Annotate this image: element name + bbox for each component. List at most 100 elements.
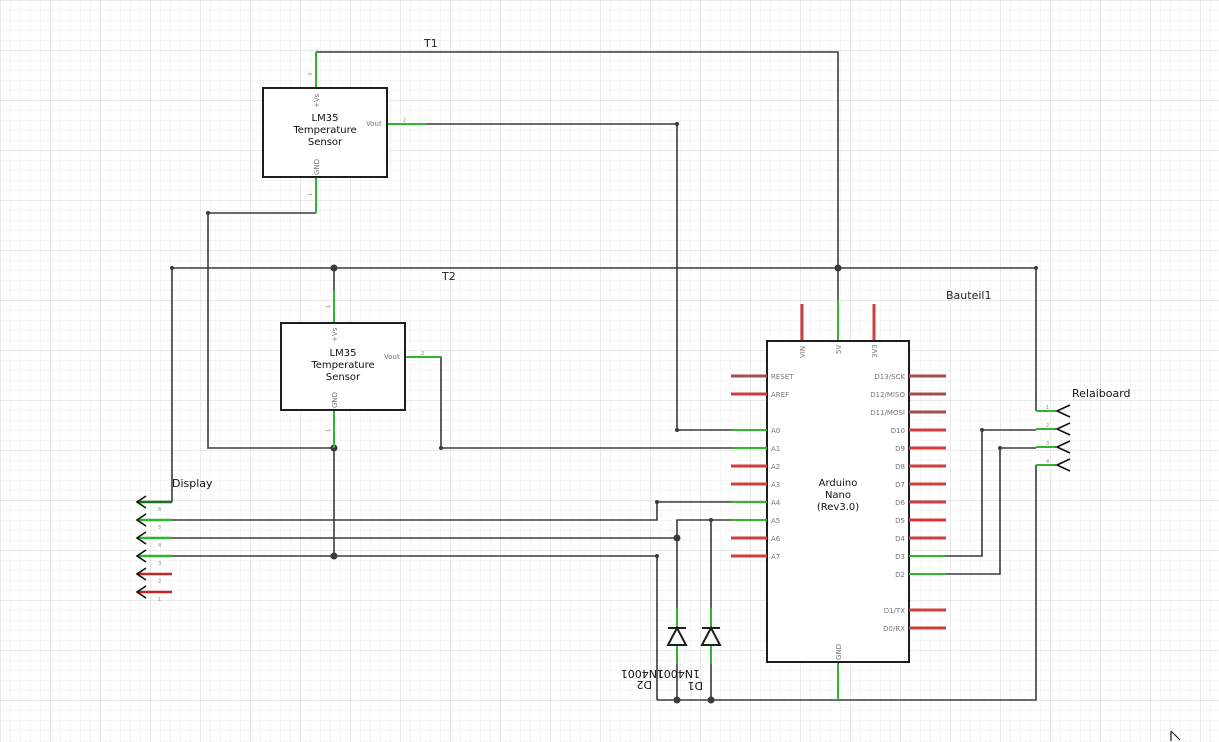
lm35-sensor-1[interactable]: LM35 Temperature Sensor +Vs GND Vout 3 2… [262, 52, 426, 213]
diode-part-number: 1N4001 [621, 667, 664, 680]
connector-arrow-icon [135, 531, 147, 545]
pin-label: A0 [771, 427, 780, 435]
connector-arrow-icon [135, 567, 147, 581]
diode-triangle [700, 625, 722, 646]
arduino-body[interactable] [766, 340, 910, 663]
sensor-body[interactable] [280, 322, 406, 411]
pin-number: 1 [158, 597, 161, 603]
arduino-title: Arduino [819, 478, 858, 489]
sensor-subtitle: Temperature [292, 125, 356, 136]
junction-dot [206, 211, 210, 215]
pin-label-vs: +Vs [331, 327, 339, 342]
pin-label: D12/MISO [870, 391, 905, 399]
sensor-body[interactable] [262, 87, 388, 178]
pin-number-vs: 3 [308, 73, 314, 76]
pin-number-vout: 2 [403, 118, 406, 124]
connector-arrow-icon [135, 585, 147, 599]
diode-d1[interactable]: D1 1N4001 [657, 608, 722, 692]
pin-label-vin: VIN [799, 346, 807, 358]
pin-label: D0/RX [883, 625, 905, 633]
sensor-title: LM35 [330, 348, 357, 359]
junction-dot [709, 518, 713, 522]
sensor-subtitle-2: Sensor [308, 137, 343, 148]
wire-display5[interactable] [172, 501, 731, 521]
junction-dot [673, 696, 681, 704]
pin-label: D11/MOSI [870, 409, 905, 417]
wire-d3-relay2[interactable] [946, 429, 1036, 557]
pin-label: A1 [771, 445, 780, 453]
connector-arrow-icon [1055, 458, 1071, 472]
net-label-t1: T1 [423, 37, 438, 50]
sensor-title: LM35 [312, 113, 339, 124]
diode-d2[interactable]: D2 1N4001 [621, 608, 688, 691]
pin-label: D2 [895, 571, 905, 579]
pin-number-gnd: 1 [308, 193, 314, 196]
connector-arrow-icon [1055, 404, 1071, 418]
pin-label: A7 [771, 553, 780, 561]
pin-label: A2 [771, 463, 780, 471]
connector-arrow-icon [135, 495, 147, 509]
pin-label: D3 [895, 553, 905, 561]
junction-dot [330, 264, 338, 272]
pin-number-gnd: 1 [326, 429, 332, 432]
junction-dot [655, 554, 659, 558]
wire-d2-relay3[interactable] [946, 447, 1036, 575]
junction-dot [675, 122, 679, 126]
pin-label-vs: +Vs [313, 93, 321, 108]
pin-number: 3 [1046, 441, 1049, 447]
pin-label: D4 [895, 535, 905, 543]
junction-dot [655, 500, 659, 504]
wire-ground-bus[interactable] [657, 465, 1037, 701]
pin-number-vout: 2 [421, 351, 424, 357]
arduino-nano[interactable]: Bauteil1 Arduino Nano (Rev3.0) VIN 5V 3V… [731, 289, 991, 700]
right-pins: D13/SCKD12/MISOD11/MOSID10D9D8D7D6D5D4D3… [870, 373, 946, 633]
diode-triangle [666, 625, 688, 646]
pin-label-gnd: GND [331, 392, 339, 408]
pin-label: D13/SCK [874, 373, 905, 381]
connector-arrow-icon [135, 549, 147, 563]
junction-dot [330, 552, 338, 560]
pin-label: A4 [771, 499, 781, 507]
pin-label: A6 [771, 535, 781, 543]
pin-label: D1/TX [884, 607, 905, 615]
junction-dot [439, 446, 443, 450]
junction-dot [1034, 266, 1038, 270]
lm35-sensor-2[interactable]: LM35 Temperature Sensor +Vs GND Vout 1 2… [280, 290, 441, 448]
pin-label-vout: Vout [384, 353, 400, 361]
junction-dot [673, 534, 681, 542]
pin-number: 1 [1046, 405, 1049, 411]
connector-arrow-icon [1055, 440, 1071, 454]
display-label: Display [172, 477, 213, 490]
pin-number: 3 [158, 561, 161, 567]
pin-number: 5 [158, 525, 161, 531]
net-label-t2: T2 [441, 270, 456, 283]
diode-reference: D1 [688, 679, 703, 692]
pin-label: RESET [771, 373, 794, 381]
connector-arrow-icon [1055, 422, 1071, 436]
arduino-revision: (Rev3.0) [817, 502, 859, 513]
pin-label: D9 [895, 445, 905, 453]
pin-number: 2 [158, 579, 161, 585]
sensor-subtitle: Temperature [310, 360, 374, 371]
pin-label: D10 [891, 427, 905, 435]
pin-label-3v3: 3V3 [871, 344, 879, 358]
wire-sensor1-gnd[interactable] [207, 212, 334, 449]
pin-number: 6 [158, 507, 161, 513]
wire-display4[interactable] [172, 519, 731, 539]
diode-reference: D2 [637, 678, 652, 691]
pin-label-gnd: GND [835, 644, 843, 660]
diode-part-number: 1N4001 [657, 667, 700, 680]
junction-dot [675, 428, 679, 432]
pin-label: A5 [771, 517, 780, 525]
wire-sensor1-vout[interactable] [426, 123, 731, 431]
junctions [170, 122, 1038, 704]
wire-t1-top[interactable] [316, 51, 839, 268]
pin-number: 2 [1046, 423, 1049, 429]
junction-dot [834, 264, 842, 272]
